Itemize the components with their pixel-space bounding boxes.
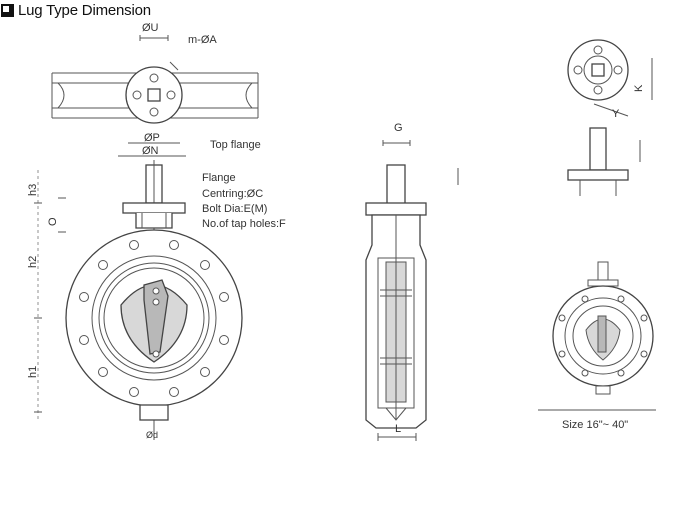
label-ma: m-ØA [188,34,217,46]
label-top-flange: Top flange [210,139,261,151]
label-o: O [47,217,59,226]
left-dimensions [34,170,66,420]
label-g: G [394,122,403,134]
label-du: ØU [142,22,159,34]
label-centring: Centring:ØC [202,188,263,200]
label-h2: h2 [27,256,39,268]
square-bullet-icon [1,3,14,17]
label-k: K [633,84,645,92]
bolt-holes [79,240,229,397]
page-title: Lug Type Dimension [18,1,151,19]
label-bolt-dia: Bolt Dia:E(M) [202,203,267,215]
top-flange-detail [567,39,653,196]
side-section-view [365,140,459,441]
label-h1: h1 [27,366,39,378]
page-header: Lug Type Dimension [0,0,151,20]
top-view [51,35,259,124]
label-dn: ØN [142,145,159,157]
size-small-view [538,261,656,411]
label-y: Y [612,108,620,120]
front-view [65,160,243,440]
label-od: Ød [146,430,158,440]
label-l: L [395,423,401,435]
top-flange-circle [125,66,183,124]
label-size: Size 16"~ 40" [562,419,628,431]
label-dp: ØP [144,132,160,144]
label-tap-holes: No.of tap holes:F [202,218,286,230]
label-h3: h3 [27,184,39,196]
label-flange: Flange [202,172,236,184]
